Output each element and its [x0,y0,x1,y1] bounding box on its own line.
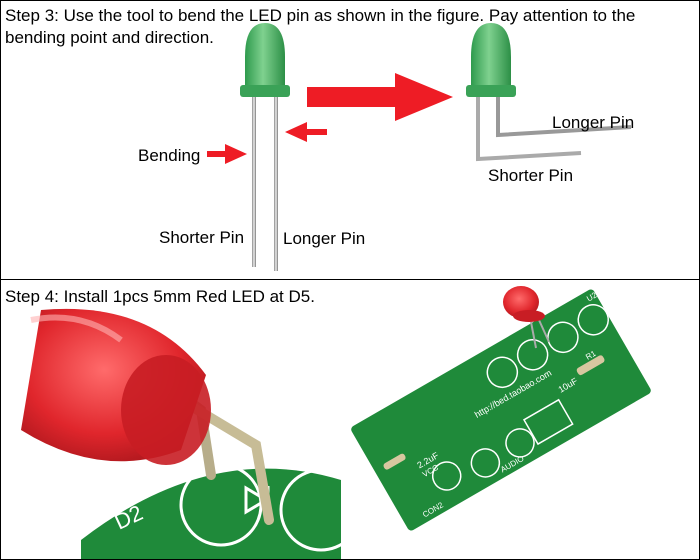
bending-arrow-right [285,122,327,142]
step3-illustration [207,23,632,271]
closeup-pcb [81,468,341,559]
longer-pin-label-right: Longer Pin [552,113,635,132]
step4-caption: Step 4: Install 1pcs 5mm Red LED at D5. [5,287,315,306]
big-arrow [307,73,453,121]
step4-illustration: D2 http://bed.taobao.com [21,286,651,559]
red-led-on-board [503,286,550,349]
green-led-bent [466,23,632,162]
shorter-pin-label-left: Shorter Pin [159,228,245,247]
green-led-straight [240,23,290,271]
step4-panel: Step 4: Install 1pcs 5mm Red LED at D5. … [0,279,700,560]
shorter-pin-label-right: Shorter Pin [488,166,574,185]
pcb-board: http://bed.taobao.com 2.2uF VCC 10uF AUD… [351,289,651,531]
step3-caption: Step 3: Use the tool to bend the LED pin… [5,6,636,47]
longer-pin-label-left: Longer Pin [283,229,366,248]
bending-arrow-left [207,144,247,164]
red-led-closeup [21,308,211,465]
step3-panel: Step 3: Use the tool to bend the LED pin… [0,0,700,280]
bending-label: Bending [138,146,201,165]
